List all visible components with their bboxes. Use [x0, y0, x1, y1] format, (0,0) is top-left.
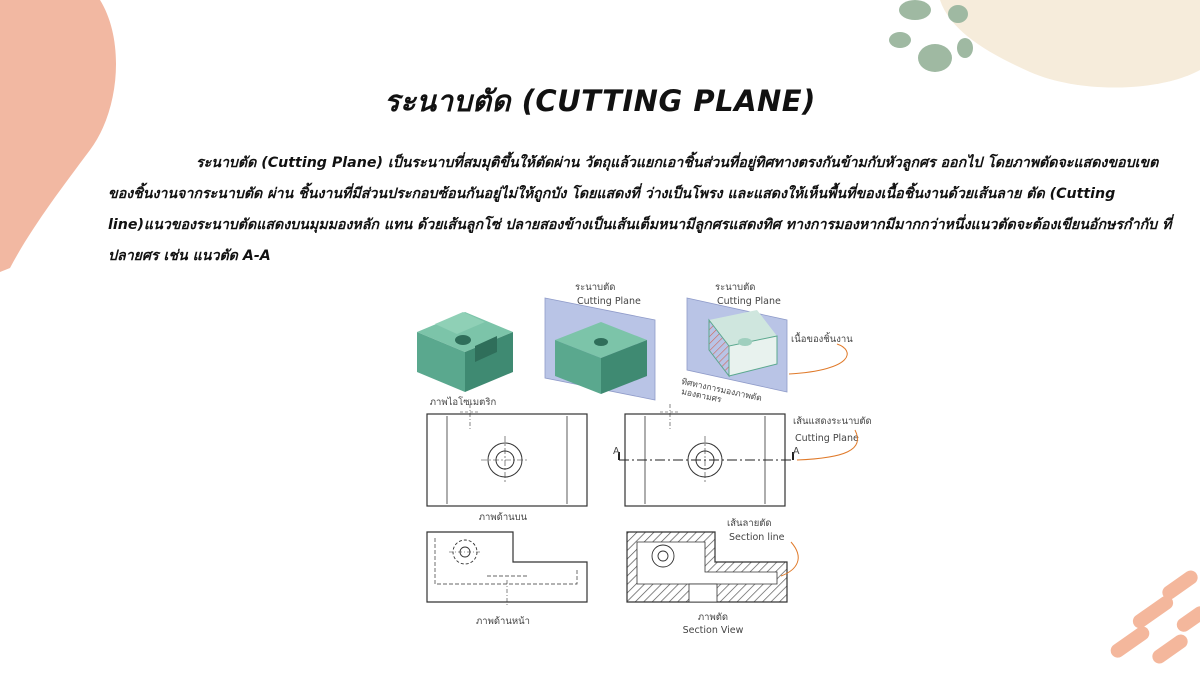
plane-line-label-en: Cutting Plane — [795, 433, 859, 444]
section-view-label-en: Section View — [683, 625, 744, 636]
plane-label-en-1: Cutting Plane — [577, 296, 641, 307]
cream-blob-decoration — [940, 0, 1200, 88]
plane-label-th-1: ระนาบตัด — [575, 282, 615, 293]
letter-a-left: A — [613, 446, 620, 457]
plane-line-leader — [796, 429, 858, 461]
section-view-right — [626, 531, 788, 603]
section-view-label-th: ภาพตัด — [698, 612, 728, 623]
section-line-leader — [780, 541, 799, 577]
plane-label-th-2: ระนาบตัด — [715, 282, 755, 293]
body-paragraph: ระนาบตัด (Cutting Plane) เป็นระนาบที่สมม… — [108, 155, 1172, 264]
isometric-label: ภาพไอโซเมตริก — [430, 396, 497, 408]
peach-dashes-decoration — [1110, 570, 1200, 664]
section-line-label-th: เส้นลายตัด — [727, 518, 772, 529]
isometric-block-with-plane — [544, 297, 656, 401]
top-view-label: ภาพด้านบน — [479, 512, 528, 523]
top-view-left — [426, 404, 588, 507]
cutting-plane-figure: ภาพไอโซเมตริก ระนาบตัด Cutting Plane ระน… — [417, 282, 872, 636]
isometric-sectioned-block — [686, 297, 788, 393]
section-line-label-en: Section line — [729, 532, 785, 543]
isometric-block-1 — [417, 312, 513, 392]
front-view-label: ภาพด้านหน้า — [476, 616, 530, 627]
material-label: เนื้อของชิ้นงาน — [791, 332, 853, 345]
material-leader — [788, 343, 848, 375]
plane-line-label-th: เส้นแสดงระนาบตัด — [793, 416, 872, 427]
page-title: ระนาบตัด (CUTTING PLANE) — [384, 84, 816, 118]
top-view-right — [618, 404, 794, 507]
pink-blob-decoration — [0, 0, 117, 272]
green-dots-decoration — [889, 0, 973, 72]
front-view-left — [426, 531, 588, 606]
letter-a-right: A — [793, 446, 800, 457]
plane-label-en-2: Cutting Plane — [717, 296, 781, 307]
